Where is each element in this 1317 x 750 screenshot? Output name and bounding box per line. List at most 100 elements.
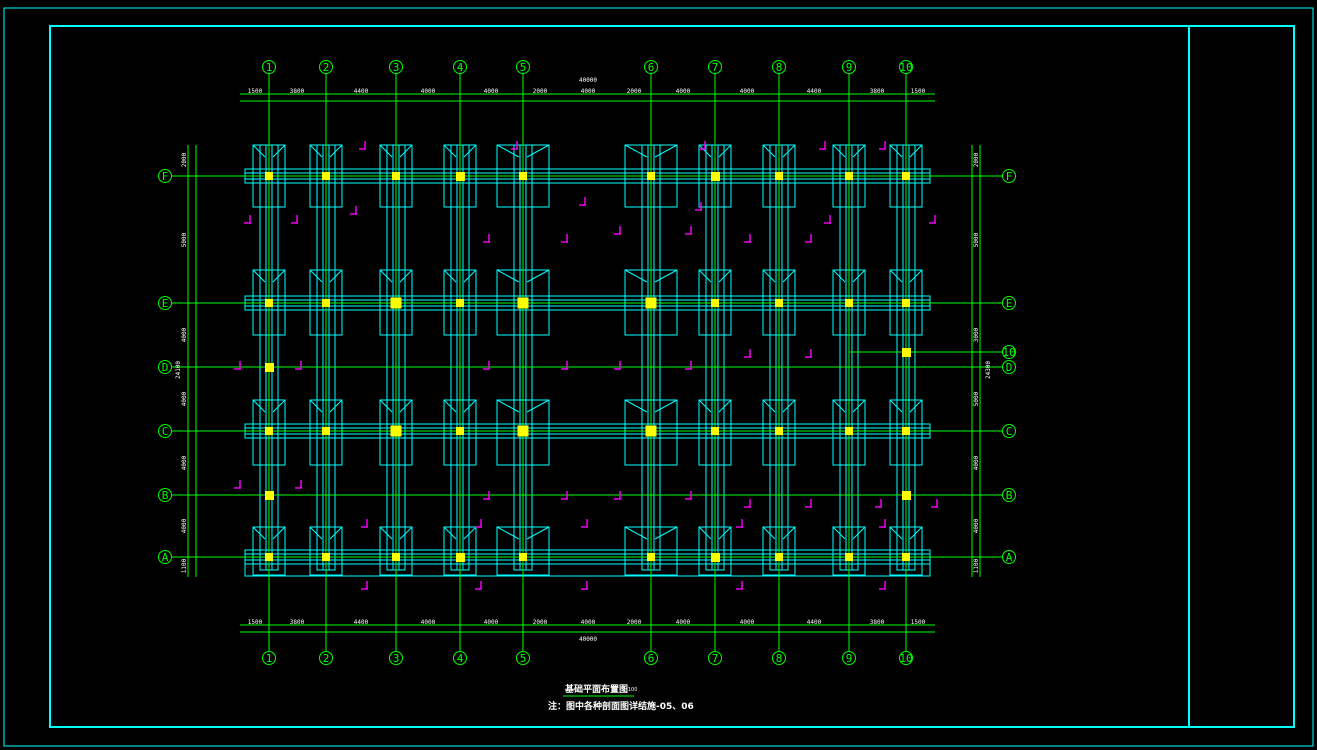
pad-chamfer-7-2: [698, 399, 712, 413]
axis-bubble-bottom-8-circle: [772, 651, 786, 665]
pad-chamfer2-2-0: [329, 144, 343, 158]
pad-chamfer2-2-2: [329, 399, 343, 413]
right-span-label: 3000: [973, 327, 980, 342]
column-extra-6: [456, 172, 465, 181]
pad-chamfer-8-0: [762, 144, 776, 158]
pad-chamfer2-10-3: [909, 526, 923, 540]
pad-chamfer-2-2: [309, 399, 323, 413]
axis-bubble-right-A: A: [1006, 551, 1013, 564]
axis-bubble-top-10: 10: [899, 61, 912, 74]
pad-chamfer-3-3: [379, 526, 393, 540]
right-span-label: 5000: [973, 232, 980, 247]
axis-bubble-top-4: 4: [457, 61, 464, 74]
axis-bubble-right-C-circle: [1002, 424, 1016, 438]
pad-chamfer-9-2: [832, 399, 846, 413]
column-6-0: [647, 172, 655, 180]
pad-chamfer-6-1: [624, 269, 648, 283]
right-span-label: 4000: [973, 455, 980, 470]
right-span-label: 1100: [973, 558, 980, 573]
column-6-3: [647, 553, 655, 561]
pad-chamfer2-7-0: [718, 144, 732, 158]
pad-chamfer-6-3: [624, 526, 648, 540]
left-span-label: 4000: [181, 327, 188, 342]
axis-bubble-bottom-1-circle: [262, 651, 276, 665]
right-span-label: 4000: [973, 518, 980, 533]
column-9-0: [845, 172, 853, 180]
pad-chamfer2-7-1: [718, 269, 732, 283]
bottom-span-label: 3800: [870, 619, 885, 626]
left-span-label: 4000: [181, 518, 188, 533]
pad-chamfer2-9-0: [852, 144, 866, 158]
left-span-label: 4000: [181, 455, 188, 470]
axis-bubble-bottom-2: 2: [323, 652, 330, 665]
top-span-label: 4000: [581, 88, 596, 95]
pad-chamfer2-1-1: [272, 269, 286, 283]
pad-chamfer-2-0: [309, 144, 323, 158]
foundation-beams: [244, 144, 931, 577]
pad-chamfer-6-2: [624, 399, 648, 413]
axis-bubble-left-A-circle: [158, 550, 172, 564]
pad-chamfer-2-3: [309, 526, 323, 540]
column-10-0: [902, 172, 910, 180]
pad-chamfer2-6-3: [654, 526, 678, 540]
column-7-2: [711, 427, 719, 435]
pad-chamfer2-9-1: [852, 269, 866, 283]
axis-bubble-right-C: C: [1006, 425, 1013, 438]
pad-chamfer-5-0: [496, 144, 520, 158]
bottom-span-label: 4000: [421, 619, 436, 626]
column-extra-2: [902, 491, 911, 500]
pad-chamfer-9-3: [832, 526, 846, 540]
axis-bubble-bottom-9-circle: [842, 651, 856, 665]
axis-bubble-left-F-circle: [158, 169, 172, 183]
axis-bubble-bottom-7-circle: [708, 651, 722, 665]
left-span-label: 1100: [181, 558, 188, 573]
pad-chamfer-10-1: [889, 269, 903, 283]
column-9-2: [845, 427, 853, 435]
pad-chamfer2-9-2: [852, 399, 866, 413]
bottom-span-label: 2000: [627, 619, 642, 626]
axis-bubble-top-8-circle: [772, 60, 786, 74]
pad-chamfer2-8-3: [782, 526, 796, 540]
left-span-label: 5000: [181, 232, 188, 247]
pad-chamfer-3-2: [379, 399, 393, 413]
pad-chamfer2-8-1: [782, 269, 796, 283]
axis-bubble-top-4-circle: [453, 60, 467, 74]
top-span-label: 4400: [354, 88, 369, 95]
column-3-1: [390, 297, 402, 309]
pad-chamfer2-7-3: [718, 526, 732, 540]
axis-bubble-top-2: 2: [323, 61, 330, 74]
pad-chamfer-4-2: [443, 399, 457, 413]
columns: [265, 172, 911, 562]
axis-bubble-top-8: 8: [776, 61, 783, 74]
pad-chamfer-4-3: [443, 526, 457, 540]
column-1-2: [265, 427, 273, 435]
pad-chamfer-9-0: [832, 144, 846, 158]
axis-bubble-extra-circle: [1002, 345, 1016, 359]
pad-chamfer-3-1: [379, 269, 393, 283]
column-extra-5: [711, 553, 720, 562]
axis-bubble-right-A-circle: [1002, 550, 1016, 564]
axis-bubble-top-2-circle: [319, 60, 333, 74]
pad-chamfer2-10-1: [909, 269, 923, 283]
pad-chamfer-10-3: [889, 526, 903, 540]
axis-bubble-right-B: B: [1006, 489, 1013, 502]
pad-chamfer-2-1: [309, 269, 323, 283]
column-9-1: [845, 299, 853, 307]
outer-frame: [3, 7, 1314, 747]
pad-chamfer-1-3: [252, 526, 266, 540]
top-span-label: 2000: [627, 88, 642, 95]
column-1-0: [265, 172, 273, 180]
axis-bubble-bottom-4: 4: [457, 652, 464, 665]
pad-chamfer2-3-2: [399, 399, 413, 413]
top-span-label: 4000: [421, 88, 436, 95]
bottom-span-label: 4400: [354, 619, 369, 626]
pad-chamfer2-6-0: [654, 144, 678, 158]
column-3-3: [392, 553, 400, 561]
column-5-0: [519, 172, 527, 180]
pad-chamfer-5-3: [496, 526, 520, 540]
pad-chamfer2-5-2: [526, 399, 550, 413]
section-marks: [234, 141, 938, 590]
axis-bubble-bottom-7: 7: [712, 652, 719, 665]
